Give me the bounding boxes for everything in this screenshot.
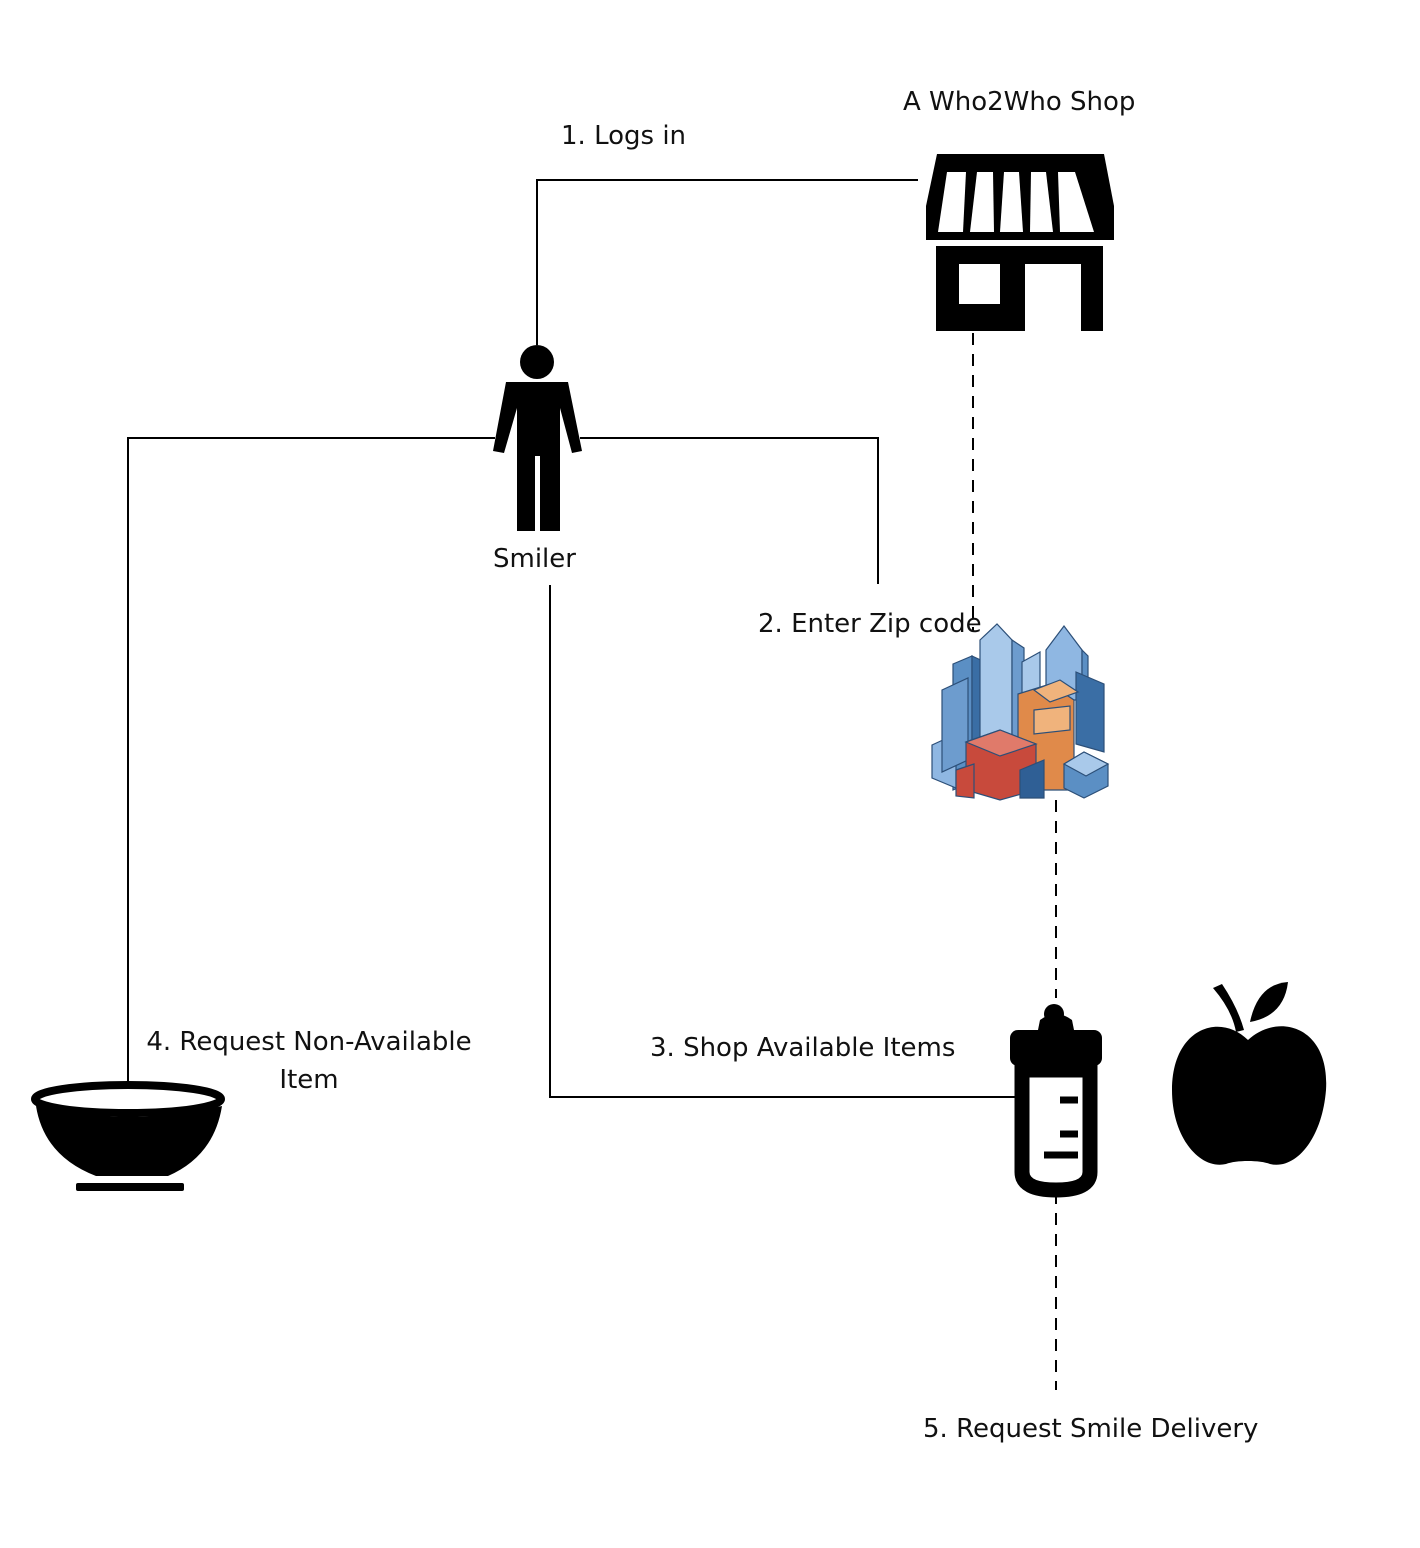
connectors xyxy=(127,179,1057,1390)
shop-label: A Who2Who Shop xyxy=(903,87,1136,117)
shop-items-connector xyxy=(549,585,1018,1098)
storefront-icon xyxy=(926,154,1114,331)
zip-connector xyxy=(580,437,879,584)
step-shop-label: 3. Shop Available Items xyxy=(650,1033,956,1063)
step-delivery-label: 5. Request Smile Delivery xyxy=(923,1414,1259,1444)
person-icon xyxy=(493,345,582,532)
login-connector xyxy=(536,179,918,345)
bowl-icon xyxy=(31,1081,225,1191)
city-buildings-icon xyxy=(931,623,1110,801)
step-login-label: 1. Logs in xyxy=(561,121,687,151)
request-connector xyxy=(127,437,495,1085)
baby-bottle-icon xyxy=(1010,1004,1102,1198)
apple-icon xyxy=(1172,982,1327,1165)
person-label: Smiler xyxy=(493,544,576,574)
step-request-label: 4. Request Non-Available Item xyxy=(146,1027,472,1095)
step-zip-label: 2. Enter Zip code xyxy=(758,609,982,639)
